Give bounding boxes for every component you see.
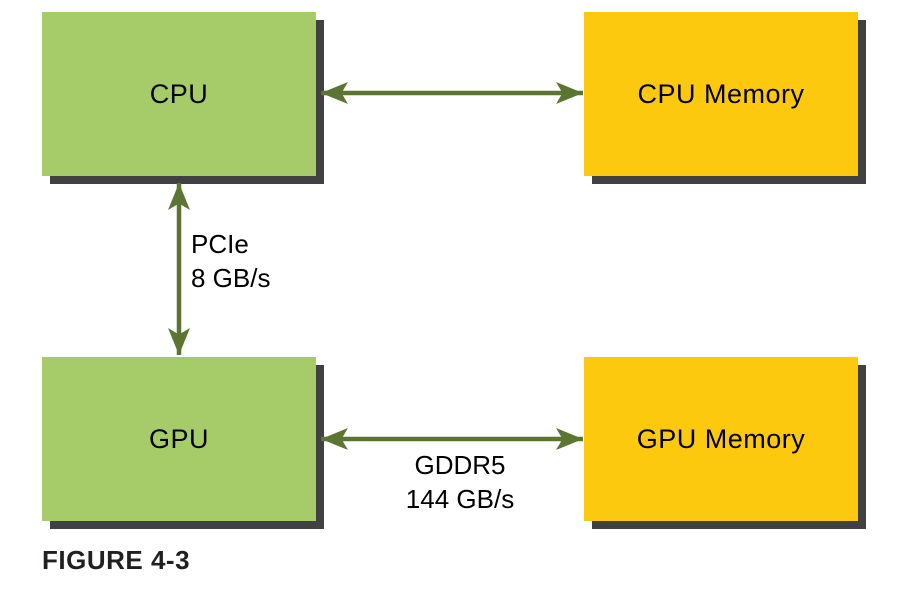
node-gpu-memory-label: GPU Memory <box>636 423 806 454</box>
edge-label-gddr5-bus: GDDR5 <box>414 450 506 480</box>
node-cpu-label: CPU <box>149 78 209 109</box>
edge-label-pcie: PCIe 8 GB/s <box>191 227 270 295</box>
edge-label-pcie-bandwidth: 8 GB/s <box>191 263 271 293</box>
node-gpu-memory: GPU Memory <box>584 357 858 521</box>
node-gpu-label: GPU <box>148 423 209 454</box>
edge-label-pcie-bus: PCIe <box>191 229 249 259</box>
node-cpu-memory-label: CPU Memory <box>637 78 805 109</box>
edge-label-gddr5: GDDR5 144 GB/s <box>368 448 552 516</box>
edge-label-gddr5-bandwidth: 144 GB/s <box>405 484 515 514</box>
figure-caption: FIGURE 4-3 <box>42 545 191 575</box>
node-cpu-memory: CPU Memory <box>584 12 858 176</box>
node-gpu: GPU <box>42 357 316 521</box>
node-cpu: CPU <box>42 12 316 176</box>
